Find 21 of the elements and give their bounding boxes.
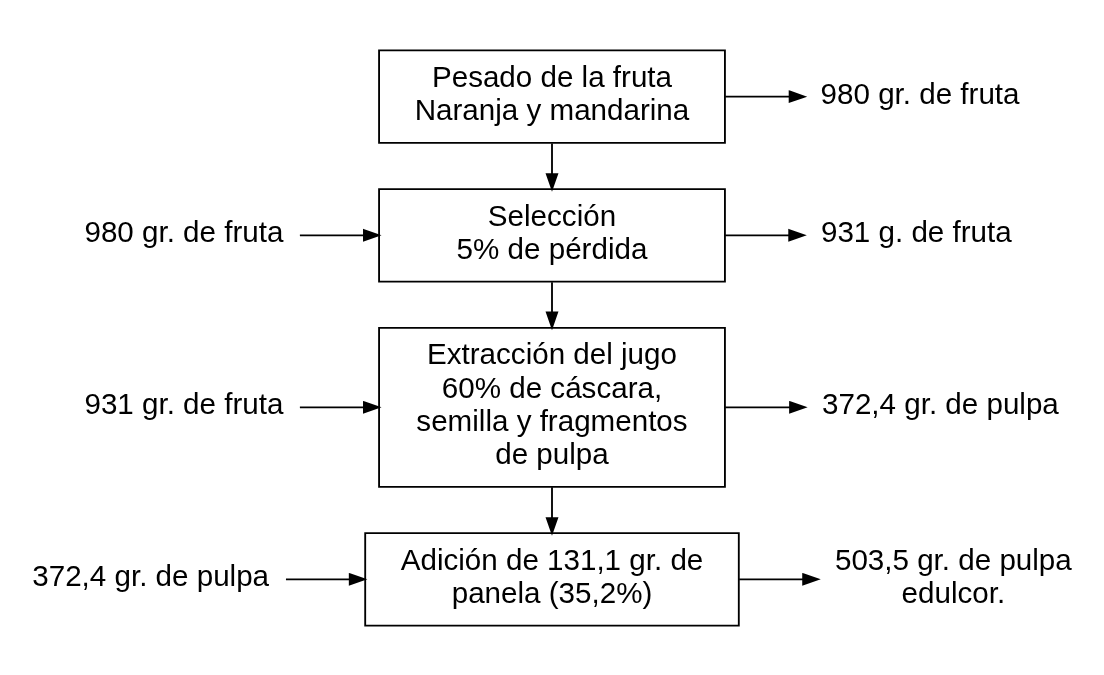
node-text: 931 g. de fruta: [820, 214, 1012, 248]
arrow: [298, 228, 382, 242]
node-text: 372,4 gr. de pulpa: [32, 558, 270, 592]
arrow: [724, 400, 808, 414]
node-box: Extracción del jugo 60% de cáscara, semilla y fragmentos de pulpa: [378, 326, 726, 488]
node-text: 503,5 gr. de pulpa edulcor.: [834, 542, 1072, 609]
node-box: Pesado de la fruta Naranja y mandarina: [378, 48, 726, 144]
node-text: 931 gr. de fruta: [84, 386, 284, 420]
arrow: [285, 572, 368, 586]
arrow: [738, 572, 821, 586]
arrow: [545, 485, 559, 536]
node-text: 980 gr. de fruta: [820, 76, 1020, 110]
arrow: [545, 280, 559, 330]
arrow: [724, 89, 808, 103]
node-box: Adición de 131,1 gr. de panela (35,2%): [364, 531, 740, 627]
arrow: [298, 400, 382, 414]
arrow: [724, 228, 807, 242]
node-box: Selección 5% de pérdida: [378, 187, 726, 282]
arrow: [545, 142, 559, 192]
node-text: 980 gr. de fruta: [84, 214, 284, 248]
node-text: 372,4 gr. de pulpa: [821, 386, 1059, 420]
